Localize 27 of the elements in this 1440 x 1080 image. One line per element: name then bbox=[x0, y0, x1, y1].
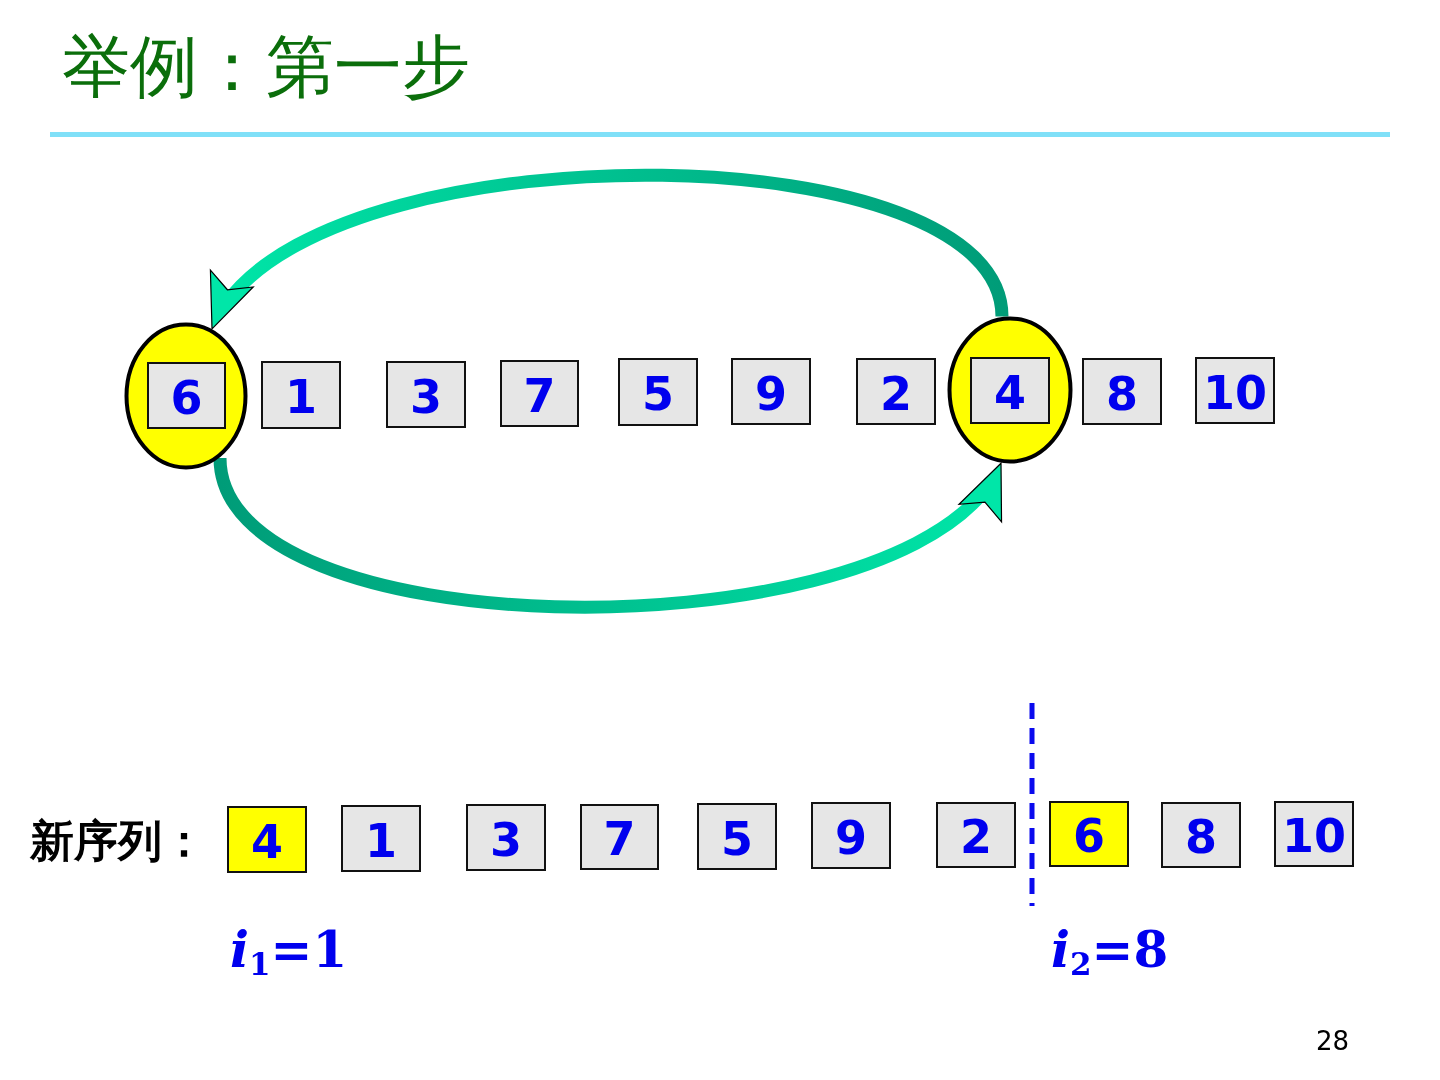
number-box: 1 bbox=[261, 361, 341, 429]
highlight-ellipse bbox=[947, 316, 1073, 464]
index-label: i$_{1}$=1 bbox=[230, 920, 348, 979]
number-box: 3 bbox=[466, 804, 546, 871]
number-box: 5 bbox=[697, 803, 777, 870]
number-box: 9 bbox=[811, 802, 891, 869]
number-box: 8 bbox=[1161, 802, 1241, 868]
number-box: 6 bbox=[147, 362, 226, 429]
number-box: 3 bbox=[386, 361, 466, 428]
number-box: 1 bbox=[341, 805, 421, 872]
index-label: i$_{2}$=8 bbox=[1051, 920, 1169, 979]
number-box: 2 bbox=[936, 802, 1016, 868]
number-box: 10 bbox=[1274, 801, 1354, 867]
number-box: 6 bbox=[1049, 801, 1129, 867]
number-box: 9 bbox=[731, 358, 811, 425]
number-box: 4 bbox=[970, 357, 1050, 424]
number-box: 10 bbox=[1195, 357, 1275, 424]
number-box: 5 bbox=[618, 358, 698, 426]
number-box: 8 bbox=[1082, 358, 1162, 425]
number-box: 7 bbox=[580, 804, 659, 870]
number-box: 4 bbox=[227, 806, 307, 873]
row-label: 新序列： bbox=[30, 814, 206, 868]
number-box: 7 bbox=[500, 360, 579, 427]
highlight-ellipse bbox=[124, 322, 248, 470]
number-box: 2 bbox=[856, 358, 936, 425]
page-number: 28 bbox=[1316, 1026, 1350, 1056]
slide-title: 举例：第一步 bbox=[62, 26, 470, 108]
